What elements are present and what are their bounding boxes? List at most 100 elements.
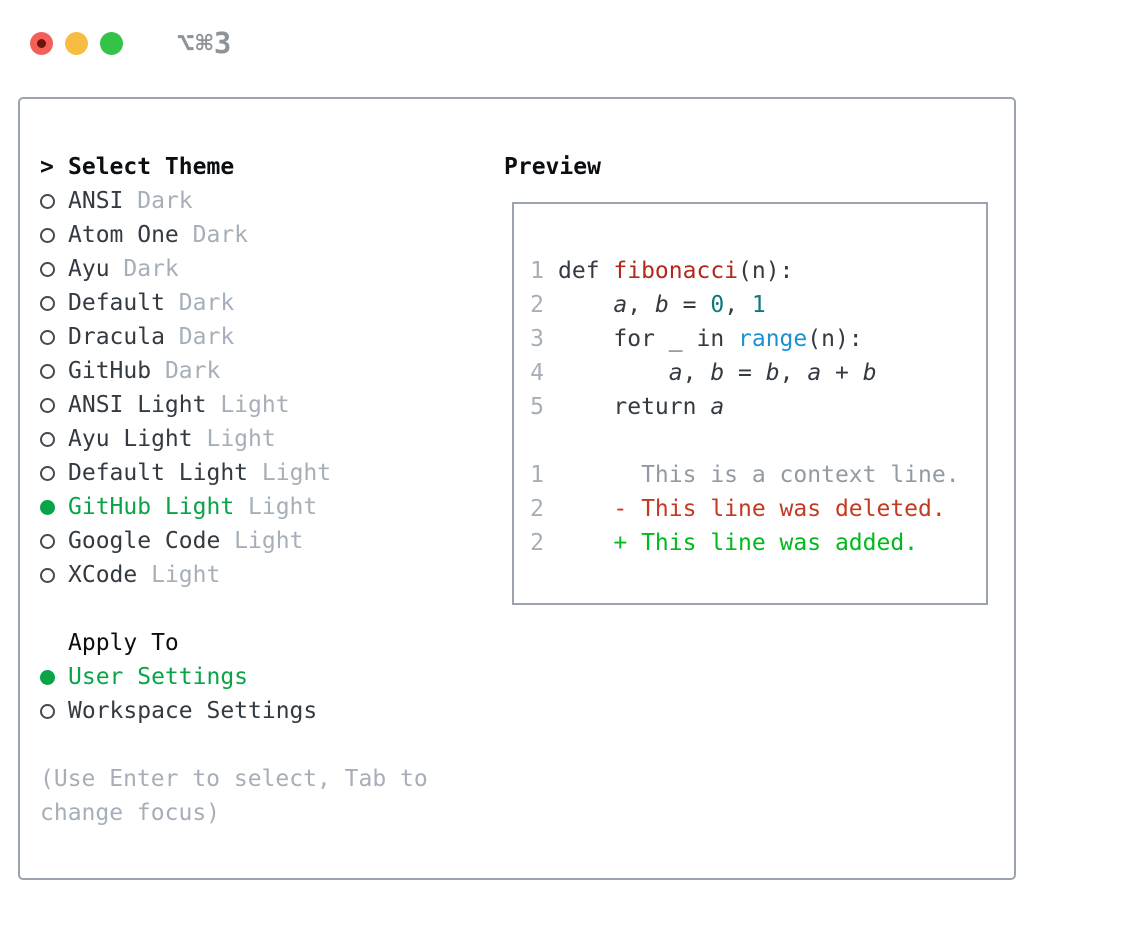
close-button[interactable] — [30, 31, 53, 55]
apply-option-workspace-settings[interactable]: Workspace Settings — [40, 694, 454, 728]
apply-option-user-settings[interactable]: User Settings — [40, 660, 454, 694]
code-token: = — [668, 292, 711, 318]
code-token: a — [807, 360, 822, 386]
line-number: 2 — [530, 292, 544, 318]
theme-option-dracula[interactable]: Dracula Dark — [40, 320, 454, 354]
radio-circle-icon — [40, 397, 55, 413]
radio-icon — [40, 193, 68, 209]
minimize-button[interactable] — [65, 31, 88, 55]
list-gap — [40, 728, 454, 762]
radio-circle-icon — [40, 295, 55, 311]
code-token: b — [654, 292, 669, 318]
code-token: + — [821, 360, 863, 386]
code-token: a — [613, 292, 628, 318]
radio-circle-icon — [40, 261, 55, 277]
theme-option-xcode[interactable]: XCode Light — [40, 558, 454, 592]
apply-to-title: Apply To — [68, 630, 179, 656]
diff-line-content: - This line was deleted. — [558, 496, 946, 522]
code-token: b — [765, 360, 780, 386]
code-line: 1 def fibonacci(n): — [530, 254, 986, 288]
code-token: fibonacci — [613, 258, 739, 284]
radio-icon — [40, 703, 68, 719]
theme-variant-label: Dark — [178, 324, 235, 350]
radio-icon — [40, 431, 68, 447]
line-number: 1 — [530, 462, 544, 488]
code-line: 2 a, b = 0, 1 — [530, 288, 986, 322]
theme-variant-label: Dark — [164, 358, 221, 384]
apply-option-label: User Settings — [68, 664, 249, 690]
line-number: 2 — [530, 496, 544, 522]
radio-circle-icon — [40, 669, 55, 685]
theme-variant-label: Dark — [137, 188, 193, 214]
theme-variant-label: Light — [261, 460, 332, 486]
code-token: , — [682, 360, 711, 386]
theme-variant-label: Light — [234, 528, 304, 554]
radio-circle-icon — [40, 193, 55, 209]
code-token: b — [862, 360, 877, 386]
theme-option-github-light[interactable]: GitHub Light Light — [40, 490, 454, 524]
unsaved-dot-icon — [37, 38, 46, 48]
radio-icon — [40, 363, 68, 379]
theme-option-google-code[interactable]: Google Code Light — [40, 524, 454, 558]
theme-option-default[interactable]: Default Dark — [40, 286, 454, 320]
line-number: 1 — [530, 258, 544, 284]
preview-column: Preview — [504, 150, 601, 184]
list-gap — [40, 592, 454, 626]
diff-line-content: This is a context line. — [558, 462, 960, 488]
code-token: (n): — [807, 326, 863, 352]
theme-name: Google Code — [68, 528, 235, 554]
theme-name: Default — [68, 290, 179, 316]
radio-circle-icon — [40, 227, 55, 243]
theme-name: Ayu Light — [68, 426, 207, 452]
theme-variant-label: Light — [248, 494, 318, 520]
theme-name: XCode — [68, 562, 152, 588]
theme-option-ayu-light[interactable]: Ayu Light Light — [40, 422, 454, 456]
radio-circle-icon — [40, 431, 55, 447]
code-token: , — [627, 292, 655, 318]
theme-option-atom-one[interactable]: Atom One Dark — [40, 218, 454, 252]
radio-icon — [40, 533, 68, 549]
theme-variant-label: Dark — [192, 222, 249, 248]
theme-name: Ayu — [68, 256, 124, 282]
select-theme-title: Select Theme — [68, 154, 235, 180]
radio-icon — [40, 227, 68, 243]
theme-name: ANSI — [68, 188, 138, 214]
theme-option-ansi[interactable]: ANSI Dark — [40, 184, 454, 218]
theme-option-ayu[interactable]: Ayu Dark — [40, 252, 454, 286]
code-token: 1 — [751, 292, 766, 318]
theme-option-github[interactable]: GitHub Dark — [40, 354, 454, 388]
theme-variant-label: Light — [220, 392, 290, 418]
theme-name: ANSI Light — [68, 392, 221, 418]
theme-name: Dracula — [68, 324, 179, 350]
code-line: 4 a, b = b, a + b — [530, 356, 986, 390]
zoom-button[interactable] — [100, 31, 123, 55]
code-token: def — [558, 258, 614, 284]
radio-selected-icon — [40, 669, 68, 685]
cursor-icon: > — [40, 154, 54, 180]
code-token: a — [668, 360, 683, 386]
theme-option-ansi-light[interactable]: ANSI Light Light — [40, 388, 454, 422]
code-line-content: def fibonacci(n): — [558, 258, 793, 284]
theme-option-default-light[interactable]: Default Light Light — [40, 456, 454, 490]
code-line-content: return a — [558, 394, 724, 420]
code-line: 3 for _ in range(n): — [530, 322, 986, 356]
apply-option-label: Workspace Settings — [68, 698, 318, 724]
theme-variant-label: Light — [151, 562, 221, 588]
line-number: 4 — [530, 360, 544, 386]
theme-name: Default Light — [68, 460, 262, 486]
line-number: 3 — [530, 326, 544, 352]
code-line: 5 return a — [530, 390, 986, 424]
theme-variant-label: Dark — [178, 290, 235, 316]
window-titlebar: ⌥⌘3 — [30, 26, 232, 60]
radio-selected-icon — [40, 499, 68, 515]
line-number: 5 — [530, 394, 544, 420]
radio-circle-icon — [40, 567, 55, 583]
line-number: 2 — [530, 530, 544, 556]
code-token: = — [724, 360, 766, 386]
